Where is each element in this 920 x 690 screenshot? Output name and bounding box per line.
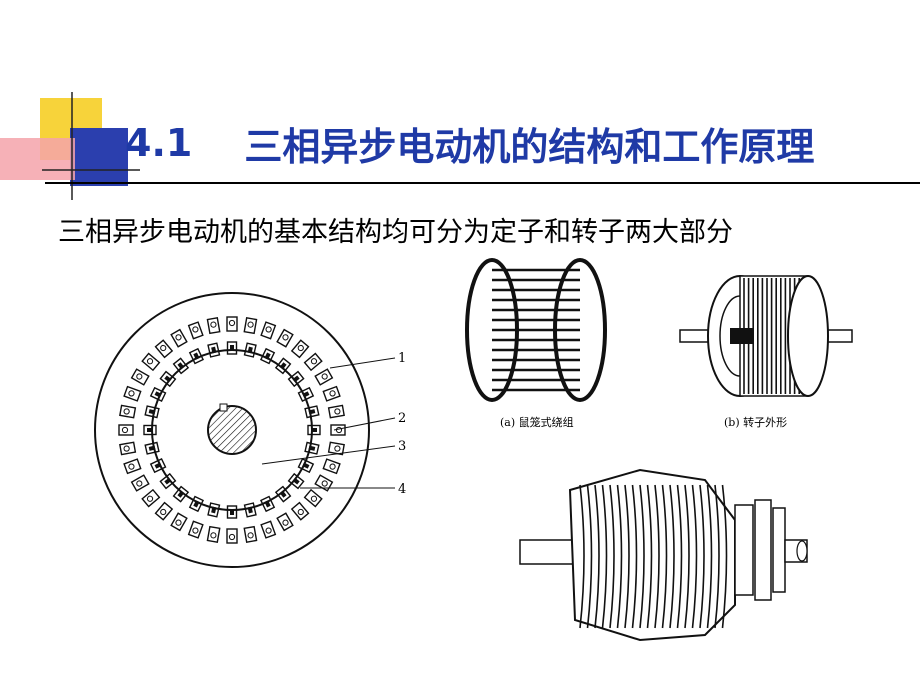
rotor-outline: (b) 转子外形: [679, 275, 853, 429]
squirrel-cage-winding: (a) 鼠笼式绕组: [465, 258, 607, 429]
section-number: 4.1: [125, 121, 193, 165]
cage-caption: (a) 鼠笼式绕组: [500, 415, 574, 429]
callout-1: 1: [398, 351, 406, 366]
subtitle: 三相异步电动机的基本结构均可分为定子和转子两大部分: [58, 217, 733, 248]
stator-slots: [118, 316, 346, 544]
stator-cross-section: 1 2 3 4: [94, 292, 406, 568]
corner-decoration: [0, 92, 140, 200]
shaft: [207, 405, 257, 455]
page-title: 4.1 三相异步电动机的结构和工作原理: [125, 118, 815, 169]
callout-2: 2: [398, 411, 406, 426]
title-divider: [45, 182, 920, 184]
wound-rotor: [519, 468, 808, 642]
rotor-caption: (b) 转子外形: [724, 415, 787, 429]
callout-3: 3: [398, 439, 406, 454]
title-text: 三相异步电动机的结构和工作原理: [244, 124, 815, 169]
callout-4: 4: [398, 482, 406, 497]
